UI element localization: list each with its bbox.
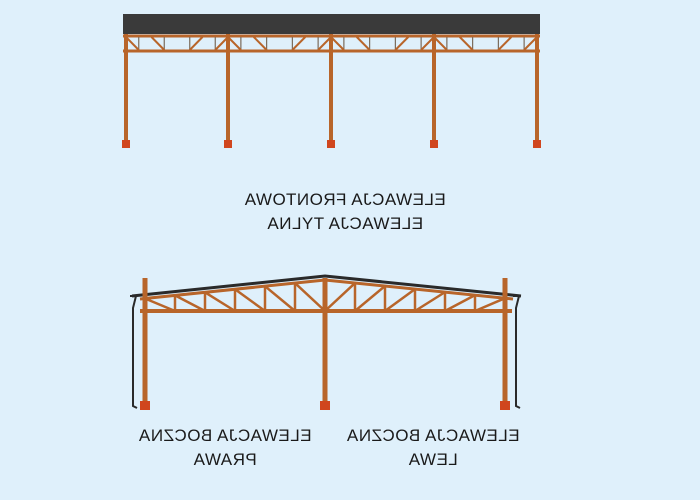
footing	[500, 401, 510, 410]
side-elevation	[130, 274, 522, 410]
x	[267, 37, 280, 50]
truss-diagonal	[384, 288, 416, 313]
right-side-elevation-label: ELEWACJA BOCZNA PRAWA	[125, 424, 325, 472]
truss-diagonal	[317, 36, 332, 51]
x	[241, 37, 254, 50]
truss-diagonal	[474, 297, 506, 313]
x	[164, 37, 177, 50]
truss-diagonal	[414, 291, 446, 313]
truss-diagonal	[324, 282, 356, 312]
label-line: ELEWACJA FRONTOWA	[244, 190, 446, 209]
truss-diagonal	[150, 36, 165, 51]
footing	[430, 140, 438, 148]
truss-diagonal	[433, 36, 448, 51]
x	[370, 37, 383, 50]
truss-diagonal	[444, 294, 476, 313]
truss-diagonal	[264, 285, 296, 312]
footing	[140, 401, 150, 410]
truss-diagonal	[174, 294, 206, 313]
downpipe-left	[130, 295, 138, 409]
truss-diagonal	[523, 36, 538, 51]
footing	[122, 140, 130, 148]
downpipe-right	[513, 295, 521, 409]
front-elevation	[122, 14, 541, 148]
truss-diagonal	[394, 36, 409, 51]
front-elevation-label: ELEWACJA FRONTOWA ELEWACJA TYLNA	[230, 188, 460, 236]
label-line: ELEWACJA TYLNA	[266, 214, 424, 233]
truss-diagonal	[144, 297, 176, 313]
truss-diagonal	[291, 36, 306, 51]
footing	[320, 401, 330, 410]
label-line: PRAWA	[193, 450, 257, 469]
roof-sheet	[131, 274, 522, 298]
roof	[123, 14, 540, 34]
label-line: ELEWACJA BOCZNA	[346, 426, 520, 445]
footing	[224, 140, 232, 148]
truss-diagonal	[214, 36, 229, 51]
footing	[327, 140, 335, 148]
truss-diagonal	[227, 36, 242, 51]
truss-diagonal	[189, 36, 204, 51]
truss-diagonal	[234, 288, 266, 313]
x	[139, 37, 152, 50]
x	[344, 37, 357, 50]
truss-diagonal	[420, 36, 435, 51]
truss-diagonal	[253, 36, 268, 51]
label-line: LEWA	[408, 450, 458, 469]
x	[447, 37, 460, 50]
x	[473, 37, 486, 50]
truss-diagonal	[125, 36, 140, 51]
footing	[533, 140, 541, 148]
truss-diagonal	[356, 36, 371, 51]
truss-diagonal	[459, 36, 474, 51]
label-line: ELEWACJA BOCZNA	[138, 426, 312, 445]
truss-diagonal	[497, 36, 512, 51]
truss-diagonal	[354, 285, 386, 312]
left-side-elevation-label: ELEWACJA BOCZNA LEWA	[333, 424, 533, 472]
truss-diagonal	[330, 36, 345, 51]
truss-diagonal	[294, 282, 326, 312]
truss-diagonal	[204, 291, 236, 313]
